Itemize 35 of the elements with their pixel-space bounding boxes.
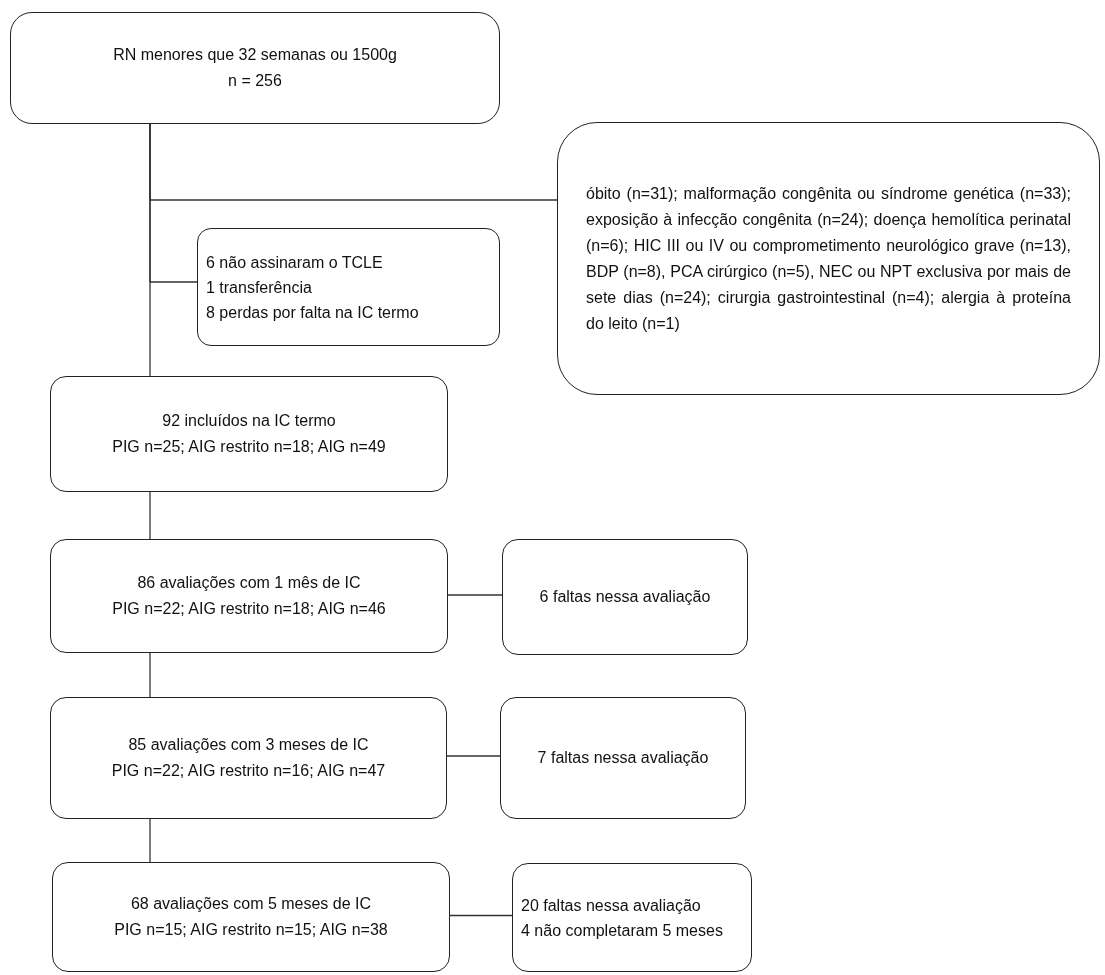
connector-line bbox=[149, 123, 151, 377]
process-box bbox=[512, 863, 752, 972]
box-text: PIG n=22; AIG restrito n=16; AIG n=47 bbox=[110, 761, 387, 781]
process-box bbox=[557, 122, 1100, 395]
connector-line bbox=[149, 652, 151, 698]
box-text: 7 faltas nessa avaliação bbox=[536, 748, 710, 768]
box-text: 6 não assinaram o TCLE bbox=[206, 252, 384, 273]
box-text: 8 perdas por falta na IC termo bbox=[206, 302, 420, 323]
process-box bbox=[10, 12, 500, 124]
box-text: 68 avaliações com 5 meses de IC bbox=[129, 894, 373, 914]
box-text: óbito (n=31); malformação congênita ou síndrome genética (n=33); exposição à infecção congênita (n=24); doença hemolítica perinatal (n=6); HIC III ou IV ou comprometimento neurológico grave (n=13), BDP (n=8), PCA cirúrgico (n=5), NEC ou NPT exclusiva por mais de sete dias (n=24); cirurgia gastrointestinal (n=4); alergia à proteína do leito (n=1) bbox=[586, 183, 1071, 334]
box-text: 6 faltas nessa avaliação bbox=[538, 587, 712, 607]
box-text: 4 não completaram 5 meses bbox=[521, 920, 724, 941]
process-box bbox=[50, 376, 448, 492]
box-text: 20 faltas nessa avaliação bbox=[521, 895, 702, 916]
box-text: PIG n=25; AIG restrito n=18; AIG n=49 bbox=[111, 437, 387, 457]
connector-line bbox=[149, 818, 151, 863]
connector-line bbox=[449, 914, 513, 917]
connector-line bbox=[149, 491, 151, 540]
box-text: PIG n=15; AIG restrito n=15; AIG n=38 bbox=[113, 920, 389, 940]
process-box bbox=[502, 539, 748, 655]
box-text: 85 avaliações com 3 meses de IC bbox=[127, 735, 370, 755]
connector-line bbox=[447, 594, 503, 596]
box-text: PIG n=22; AIG restrito n=18; AIG n=46 bbox=[111, 599, 387, 619]
connector-line bbox=[446, 755, 501, 757]
box-text: 1 transferência bbox=[206, 277, 313, 298]
process-box bbox=[197, 228, 500, 346]
box-text: RN menores que 32 semanas ou 1500g bbox=[112, 45, 398, 65]
box-text: n = 256 bbox=[227, 71, 283, 91]
box-text: 86 avaliações com 1 mês de IC bbox=[136, 573, 362, 593]
process-box bbox=[500, 697, 746, 819]
process-box bbox=[52, 862, 450, 972]
box-text: 92 incluídos na IC termo bbox=[161, 411, 337, 431]
process-box bbox=[50, 539, 448, 653]
process-box bbox=[50, 697, 447, 819]
